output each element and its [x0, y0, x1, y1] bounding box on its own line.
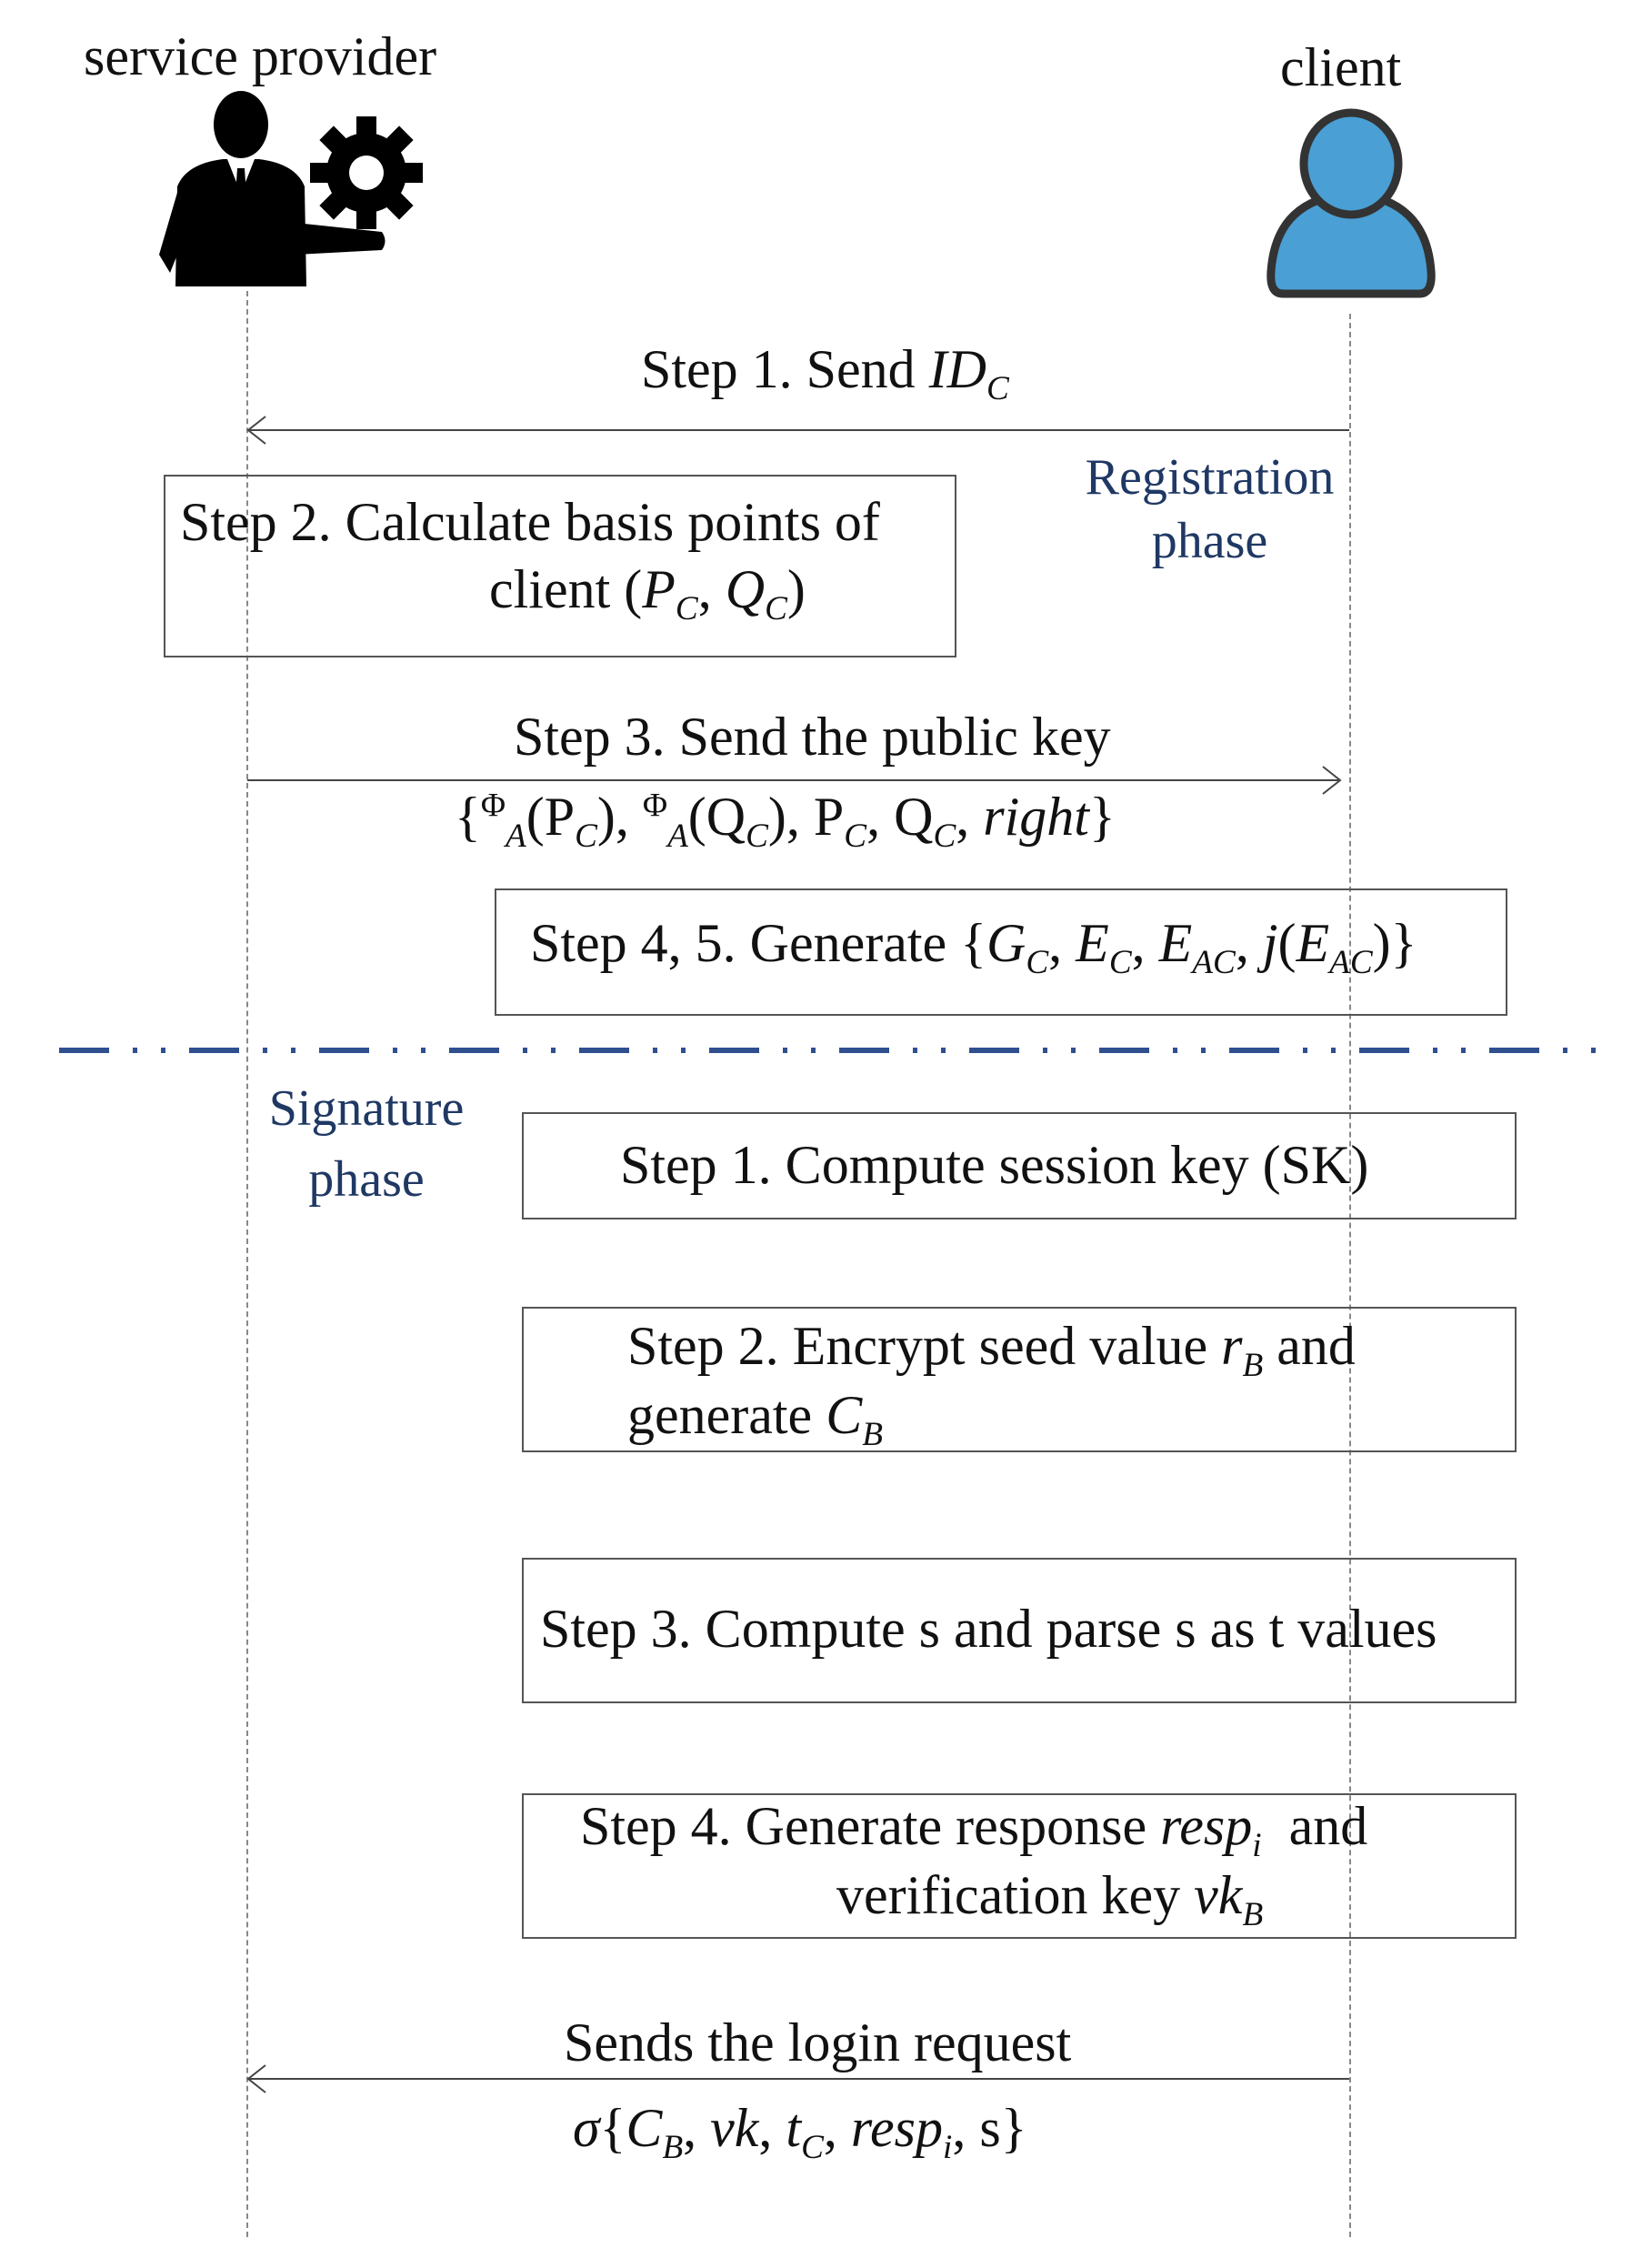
sig-step2-line2: generate CB	[627, 1384, 883, 1451]
reg-step2-p-sub: C	[675, 590, 698, 628]
login-resp-sub: i	[943, 2129, 953, 2167]
reg-step1-id-var: ID	[928, 339, 986, 399]
reg-step3-q-arg: Q	[706, 787, 746, 847]
reg-step3-q-sub: C	[746, 818, 768, 856]
sig-step2-c-sub: B	[862, 1416, 883, 1454]
reg-step3-phi2-sub: A	[667, 818, 688, 856]
login-t-sub: C	[801, 2129, 824, 2167]
reg-step3-right: right	[983, 787, 1089, 847]
reg-step45-e: E	[1076, 913, 1109, 973]
sig-step3-box	[522, 1558, 1517, 1703]
sig-step4-line1-suffix: and	[1288, 1796, 1368, 1856]
actor-label-client: client	[1280, 37, 1402, 97]
reg-step1-label: Step 1. Send IDC	[641, 338, 1009, 406]
reg-step45-g-sub: C	[1026, 944, 1049, 982]
reg-step3-q2-sub: C	[933, 818, 956, 856]
reg-step45-eac2-sub: AC	[1329, 944, 1373, 982]
login-line2: σ{CB, vk, tC, respi, s}	[573, 2098, 1027, 2167]
sig-step2-line2-prefix: generate	[627, 1385, 813, 1445]
sig-step4-vk-sub: B	[1242, 1896, 1264, 1934]
sig-step4-resp-sub: i	[1252, 1827, 1262, 1865]
sig-step4-line2: verification key vkB	[836, 1864, 1263, 1932]
reg-step45-e-sub: C	[1108, 944, 1132, 982]
reg-step3-line2: {ΦA(PC), ΦA(QC), PC, QC, right}	[455, 787, 1116, 856]
reg-step3-p2-sub: C	[844, 818, 867, 856]
sig-step4-line1: Step 4. Generate response respi and	[580, 1795, 1368, 1862]
login-c: C	[626, 2098, 663, 2158]
arrowhead-step3	[1322, 766, 1342, 795]
signature-phase-label: Signature phase	[244, 1073, 489, 1215]
reg-step45-eac: E	[1158, 913, 1193, 973]
reg-step45-eac-sub: AC	[1192, 944, 1236, 982]
registration-phase-label: Registration phase	[1080, 446, 1339, 573]
reg-step2-line1: Step 2. Calculate basis points of	[180, 492, 880, 552]
reg-step45-eac2: E	[1296, 913, 1330, 973]
sig-step2-line1-suffix: and	[1277, 1316, 1356, 1376]
sig-step2-c: C	[826, 1385, 863, 1445]
reg-step3-p-sub: C	[575, 818, 597, 856]
reg-step2-line2-suffix: )	[786, 559, 806, 619]
arrowhead-step1	[246, 416, 266, 445]
reg-step3-phi1-sub: A	[506, 818, 526, 856]
signature-phase-line1: Signature	[268, 1080, 465, 1137]
reg-step3-open: {	[455, 787, 481, 847]
reg-step3-p: P	[813, 787, 845, 847]
sig-step4-box	[522, 1793, 1517, 1939]
sig-step4-line1-prefix: Step 4. Generate response	[580, 1796, 1147, 1856]
login-t: t	[786, 2098, 802, 2158]
login-sigma: σ	[573, 2098, 600, 2158]
reg-step1-id-sub: C	[986, 370, 1009, 408]
service-provider-lifeline	[246, 291, 248, 2237]
sig-step2-box	[522, 1307, 1517, 1452]
arrowhead-login	[246, 2064, 266, 2093]
signature-phase-line2: phase	[308, 1151, 425, 1208]
reg-step3-q: Q	[894, 787, 934, 847]
reg-step2-box	[164, 475, 956, 657]
reg-step3-line1: Step 3. Send the public key	[514, 707, 1111, 767]
reg-step45-label: Step 4, 5. Generate {GC, EC, EAC, j(EAC)…	[530, 913, 1417, 982]
reg-step3-close: }	[1088, 787, 1116, 847]
user-icon	[1267, 108, 1436, 298]
reg-step3-phi1: Φ	[480, 787, 506, 825]
sig-step2-line1-prefix: Step 2. Encrypt seed value	[627, 1316, 1208, 1376]
login-resp: resp	[850, 2098, 944, 2158]
sig-step1-label: Step 1. Compute session key (SK)	[620, 1135, 1369, 1195]
reg-step1-prefix: Step 1. Send	[641, 339, 916, 399]
sig-step2-r: r	[1221, 1316, 1243, 1376]
sig-step4-line2-prefix: verification key	[836, 1865, 1181, 1925]
registration-phase-line1: Registration	[1085, 449, 1335, 506]
sig-step2-line1: Step 2. Encrypt seed value rB and	[627, 1315, 1356, 1382]
reg-step2-q-sub: C	[765, 590, 787, 628]
sig-step2-r-sub: B	[1242, 1347, 1264, 1385]
login-line1: Sends the login request	[564, 2012, 1072, 2072]
sig-step4-resp: resp	[1160, 1796, 1253, 1856]
sig-step1-box	[522, 1112, 1517, 1219]
registration-phase-line2: phase	[1151, 513, 1268, 569]
reg-step45-j: j	[1262, 913, 1278, 973]
reg-step2-line2-prefix: client (	[489, 559, 643, 619]
actor-label-service-provider: service provider	[84, 26, 437, 86]
login-s: s	[979, 2098, 1001, 2158]
sig-step4-vk: vk	[1194, 1865, 1243, 1925]
reg-step45-g: G	[986, 913, 1026, 973]
reg-step3-p-arg: P	[544, 787, 576, 847]
reg-step45-prefix: Step 4, 5. Generate	[530, 913, 947, 973]
login-c-sub: B	[662, 2129, 684, 2167]
client-lifeline	[1349, 314, 1351, 2237]
reg-step2-line2: client (PC, QC)	[489, 559, 806, 628]
sig-step3-label: Step 3. Compute s and parse s as t value…	[540, 1599, 1437, 1659]
reg-step2-p: P	[642, 559, 676, 619]
reg-step2-q: Q	[725, 559, 766, 619]
login-vk: vk	[710, 2098, 759, 2158]
businessman-gear-icon	[159, 91, 423, 286]
reg-step3-phi2: Φ	[642, 787, 668, 825]
reg-step45-box	[495, 888, 1507, 1016]
